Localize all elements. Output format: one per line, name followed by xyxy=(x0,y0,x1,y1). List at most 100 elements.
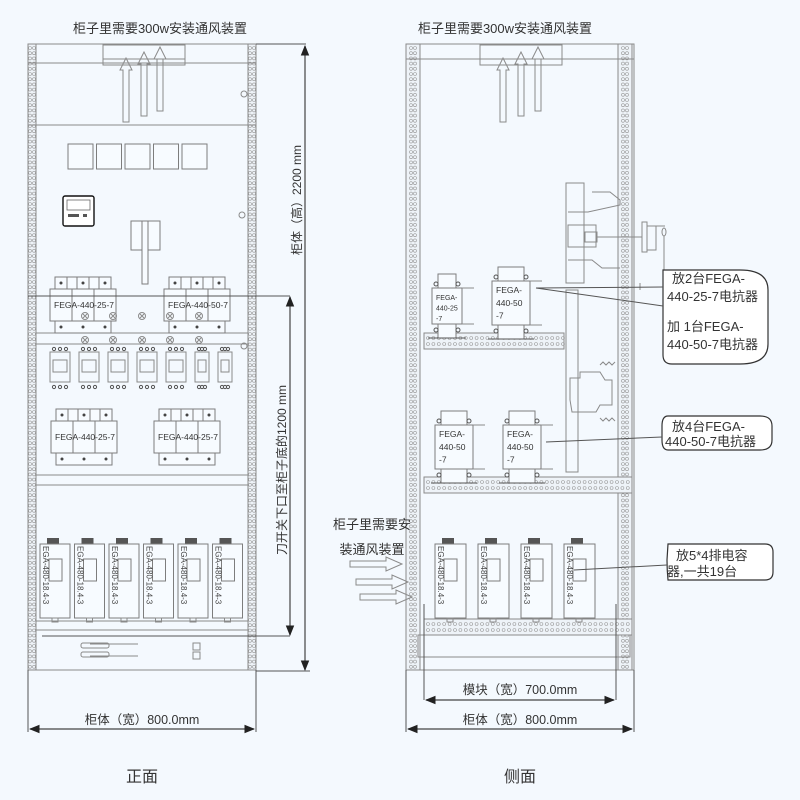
side-fan-housing xyxy=(479,44,563,66)
airflow-arrow xyxy=(349,556,404,572)
side-module-width-label: 模块（宽）700.0mm xyxy=(463,682,578,697)
capacitor: EGA-480-18.4-3 xyxy=(520,538,553,623)
contactor xyxy=(136,346,158,390)
airflow-arrow xyxy=(355,574,410,590)
capacitor: EGA-480-18.4-3 xyxy=(143,538,174,623)
front-fan-housing xyxy=(102,44,186,66)
fuse xyxy=(195,312,203,320)
fuse xyxy=(166,312,174,320)
capacitor-model-label: EGA-480-18.4-3 xyxy=(41,546,50,605)
mounting-rail xyxy=(27,43,37,671)
reactor-model-label: -7 xyxy=(507,455,515,465)
front-reactor: FEGA-440-25-7 xyxy=(50,408,118,466)
meter-window xyxy=(96,143,122,170)
capacitor-model-label: EGA-480-18.4-3 xyxy=(145,546,154,605)
reactor-model-label: FEGA- xyxy=(496,285,522,295)
reactor-model-label: -7 xyxy=(496,311,504,321)
capacitor: EGA-480-18.4-3 xyxy=(434,538,467,623)
reactor-model-label: 440-25 xyxy=(436,306,458,313)
side-reactor: FEGA- 440-50 -7 xyxy=(488,266,542,340)
fuse xyxy=(109,312,117,320)
front-bottom-vents xyxy=(80,642,201,660)
reactor-model-label: 440-50 xyxy=(496,298,523,308)
airflow-arrow xyxy=(496,56,510,123)
front-switch-label: 刀开关下口至柜子底的1200 mm xyxy=(274,385,289,555)
fuse xyxy=(166,336,174,344)
callout-middle-reactors: 放4台FEGA- 440-50-7电抗器 xyxy=(545,415,773,451)
front-reactors-row-2: FEGA-440-25-7 FEGA-440-25-7 xyxy=(50,408,221,466)
airflow-arrow xyxy=(153,45,167,112)
fuse xyxy=(81,312,89,320)
capacitor-model-label: EGA-480-18.4-3 xyxy=(76,546,85,605)
mounting-rail xyxy=(617,43,633,671)
front-airflow-arrows xyxy=(119,45,167,123)
capacitor: EGA-480-18.4-3 xyxy=(108,538,140,623)
front-top-note: 柜子里需要300w安装通风装置 xyxy=(73,21,247,36)
capacitor: EGA-480-18.4-3 xyxy=(39,538,71,623)
contactor xyxy=(217,346,233,390)
reactor-model-label: FEGA-440-50-7 xyxy=(168,300,228,310)
side-view-caption: 侧面 xyxy=(504,768,536,786)
fuse xyxy=(109,336,117,344)
side-contactor-icon xyxy=(569,361,616,422)
side-vent-arrows xyxy=(349,556,414,605)
svg-text:440-50-7电抗器: 440-50-7电抗器 xyxy=(667,337,758,352)
fuse xyxy=(195,336,203,344)
svg-text:放5*4排电容: 放5*4排电容 xyxy=(676,548,748,563)
reactor-model-label: FEGA-440-25-7 xyxy=(158,432,218,442)
capacitor-model-label: EGA-480-18.4-3 xyxy=(479,546,488,605)
side-vent-note-line1: 柜子里需要安 xyxy=(333,517,411,532)
side-shelf-lower xyxy=(423,618,633,636)
front-view: 柜子里需要300w安装通风装置 xyxy=(27,21,310,786)
reactor-model-label: -7 xyxy=(439,455,447,465)
svg-text:放2台FEGA-: 放2台FEGA- xyxy=(672,271,745,286)
front-height-label: 柜体（高）2200 mm xyxy=(289,145,304,255)
capacitor: EGA-480-18.4-3 xyxy=(477,538,510,623)
contactor xyxy=(165,346,187,390)
front-fuse-row xyxy=(81,312,203,344)
callout-capacitors: 放5*4排电容 器,一共19台 xyxy=(573,543,774,581)
reactor-model-label: -7 xyxy=(436,316,442,323)
capacitor: EGA-480-18.4-3 xyxy=(212,538,243,623)
meter-window xyxy=(67,143,94,170)
side-top-note: 柜子里需要300w安装通风装置 xyxy=(418,21,592,36)
front-capacitor-row: EGA-480-18.4-3 EGA-480-18.4-3 EGA-480-18.4… xyxy=(39,538,243,623)
capacitor: EGA-480-18.4-3 xyxy=(177,538,209,623)
reactor-model-label: FEGA- xyxy=(436,295,458,302)
meter-window xyxy=(153,143,179,170)
side-rails xyxy=(405,43,633,671)
capacitor-model-label: EGA-480-18.4-3 xyxy=(179,546,188,605)
side-vent-note-line2: 装通风装置 xyxy=(339,542,404,557)
side-knife-switch-icon xyxy=(565,182,667,473)
mounting-rail xyxy=(247,43,257,671)
side-view: 柜子里需要300w安装通风装置 xyxy=(333,21,774,786)
side-reactors: FEGA-440-25-7FEGA-440-50-7FEGA-440-50-7F… xyxy=(428,266,553,484)
fuse xyxy=(81,336,89,344)
front-view-caption: 正面 xyxy=(126,769,158,786)
capacitor-model-label: EGA-480-18.4-3 xyxy=(214,546,223,605)
front-reactor: FEGA-440-25-7 xyxy=(153,408,221,466)
reactor-model-label: FEGA- xyxy=(507,429,533,439)
front-rails xyxy=(27,43,257,671)
capacitor: EGA-480-18.4-3 xyxy=(563,538,596,623)
contactor xyxy=(49,346,71,390)
controller-panel-icon xyxy=(62,195,95,227)
reactor-model-label: 440-50 xyxy=(507,442,534,452)
front-reactors-row-1: FEGA-440-25-7 FEGA-440-50-7 xyxy=(49,276,231,334)
capacitor-model-label: EGA-480-18.4-3 xyxy=(522,546,531,605)
side-reactor: FEGA- 440-50 -7 xyxy=(499,410,553,484)
fuse xyxy=(138,336,146,344)
fuse xyxy=(138,312,146,320)
front-reactor: FEGA-440-50-7 xyxy=(163,276,231,334)
airflow-arrow xyxy=(359,589,414,605)
meter-window xyxy=(181,143,208,170)
contactor xyxy=(194,346,210,390)
airflow-arrow xyxy=(119,56,133,123)
capacitor: EGA-480-18.4-3 xyxy=(74,538,105,623)
knife-switch-icon xyxy=(130,220,161,285)
reactor-model-label: FEGA-440-25-7 xyxy=(54,300,114,310)
side-capacitor-row: EGA-480-18.4-3 EGA-480-18.4-3 EGA-480-18.4… xyxy=(434,538,596,623)
svg-text:440-25-7电抗器: 440-25-7电抗器 xyxy=(667,289,758,304)
airflow-arrow xyxy=(514,50,528,117)
svg-text:加 1台FEGA-: 加 1台FEGA- xyxy=(667,319,744,334)
